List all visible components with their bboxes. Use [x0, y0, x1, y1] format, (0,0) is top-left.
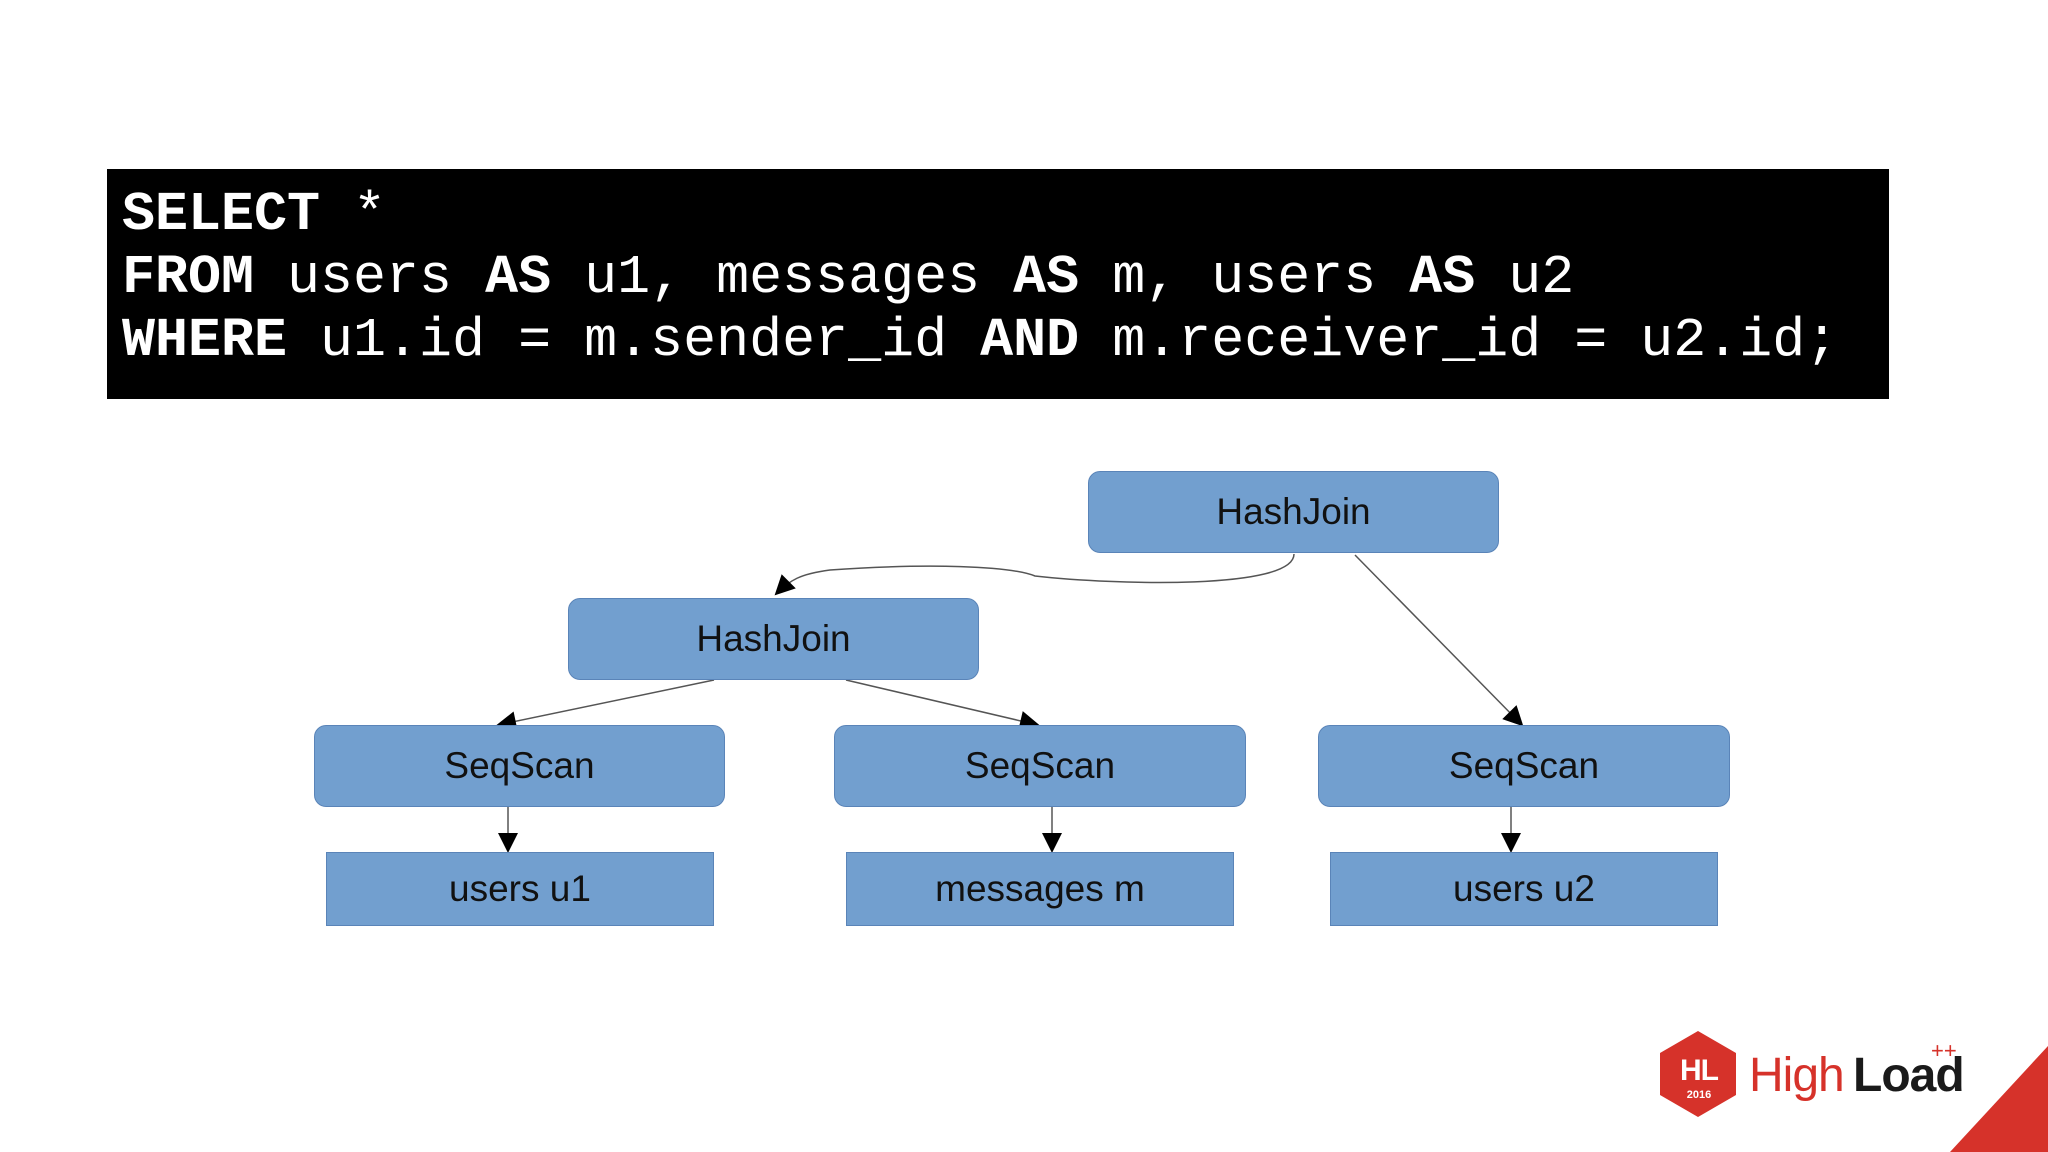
edge-root-to-inner-join: [774, 553, 1295, 596]
sql-line-select: SELECT *: [122, 183, 1889, 246]
sql-keyword: AS: [1013, 246, 1080, 309]
node-label: HashJoin: [1216, 491, 1371, 532]
sql-text: u1.id = m.sender_id: [287, 309, 981, 372]
sql-keyword: AND: [980, 309, 1080, 372]
node-seqscan-left: SeqScan: [314, 725, 725, 807]
node-relation-users-u1: users u1: [326, 852, 714, 926]
node-label: SeqScan: [1448, 745, 1600, 786]
sql-line-from: FROM users AS u1, messages AS m, users A…: [122, 246, 1889, 309]
sql-keyword: SELECT: [122, 183, 321, 246]
sql-text: u2: [1475, 246, 1575, 309]
node-label: users u1: [449, 868, 591, 909]
logo-year: 2016: [1686, 1089, 1712, 1101]
sql-text: u1, messages: [551, 246, 1014, 309]
highload-logo: HL 2016 High Load ++: [1657, 1026, 1965, 1117]
sql-code-block: SELECT * FROM users AS u1, messages AS m…: [107, 169, 1889, 399]
node-label: messages m: [935, 868, 1145, 909]
node-relation-users-u2: users u2: [1330, 852, 1718, 926]
sql-keyword: WHERE: [122, 309, 288, 372]
node-hashjoin-inner: HashJoin: [568, 598, 979, 680]
sql-keyword: AS: [1409, 246, 1476, 309]
corner-triangle-decoration: [1950, 1046, 2048, 1152]
sql-text: *: [320, 183, 387, 246]
node-relation-messages-m: messages m: [846, 852, 1234, 926]
node-label: users u2: [1453, 868, 1595, 909]
edge-root-to-scan-right: [1354, 554, 1524, 727]
logo-word-high: High: [1749, 1049, 1845, 1102]
hexagon-icon: [1660, 1031, 1736, 1117]
sql-line-where: WHERE u1.id = m.sender_id AND m.receiver…: [122, 309, 1889, 372]
node-seqscan-middle: SeqScan: [834, 725, 1246, 807]
sql-keyword: FROM: [122, 246, 255, 309]
node-hashjoin-root: HashJoin: [1088, 471, 1499, 553]
logo-word-load: Load: [1853, 1049, 1965, 1102]
sql-keyword: AS: [485, 246, 552, 309]
node-seqscan-right: SeqScan: [1318, 725, 1730, 807]
node-label: SeqScan: [444, 745, 595, 786]
edge-inner-join-to-scan-left: [496, 679, 715, 732]
sql-text: m.receiver_id = u2.id;: [1079, 309, 1839, 372]
logo-mark: HL: [1680, 1054, 1719, 1087]
node-label: HashJoin: [696, 618, 851, 659]
node-label: SeqScan: [964, 745, 1116, 786]
edge-inner-join-to-scan-middle: [845, 679, 1040, 731]
sql-text: users: [254, 246, 486, 309]
logo-superscript: ++: [1931, 1038, 1957, 1063]
sql-text: m, users: [1079, 246, 1410, 309]
